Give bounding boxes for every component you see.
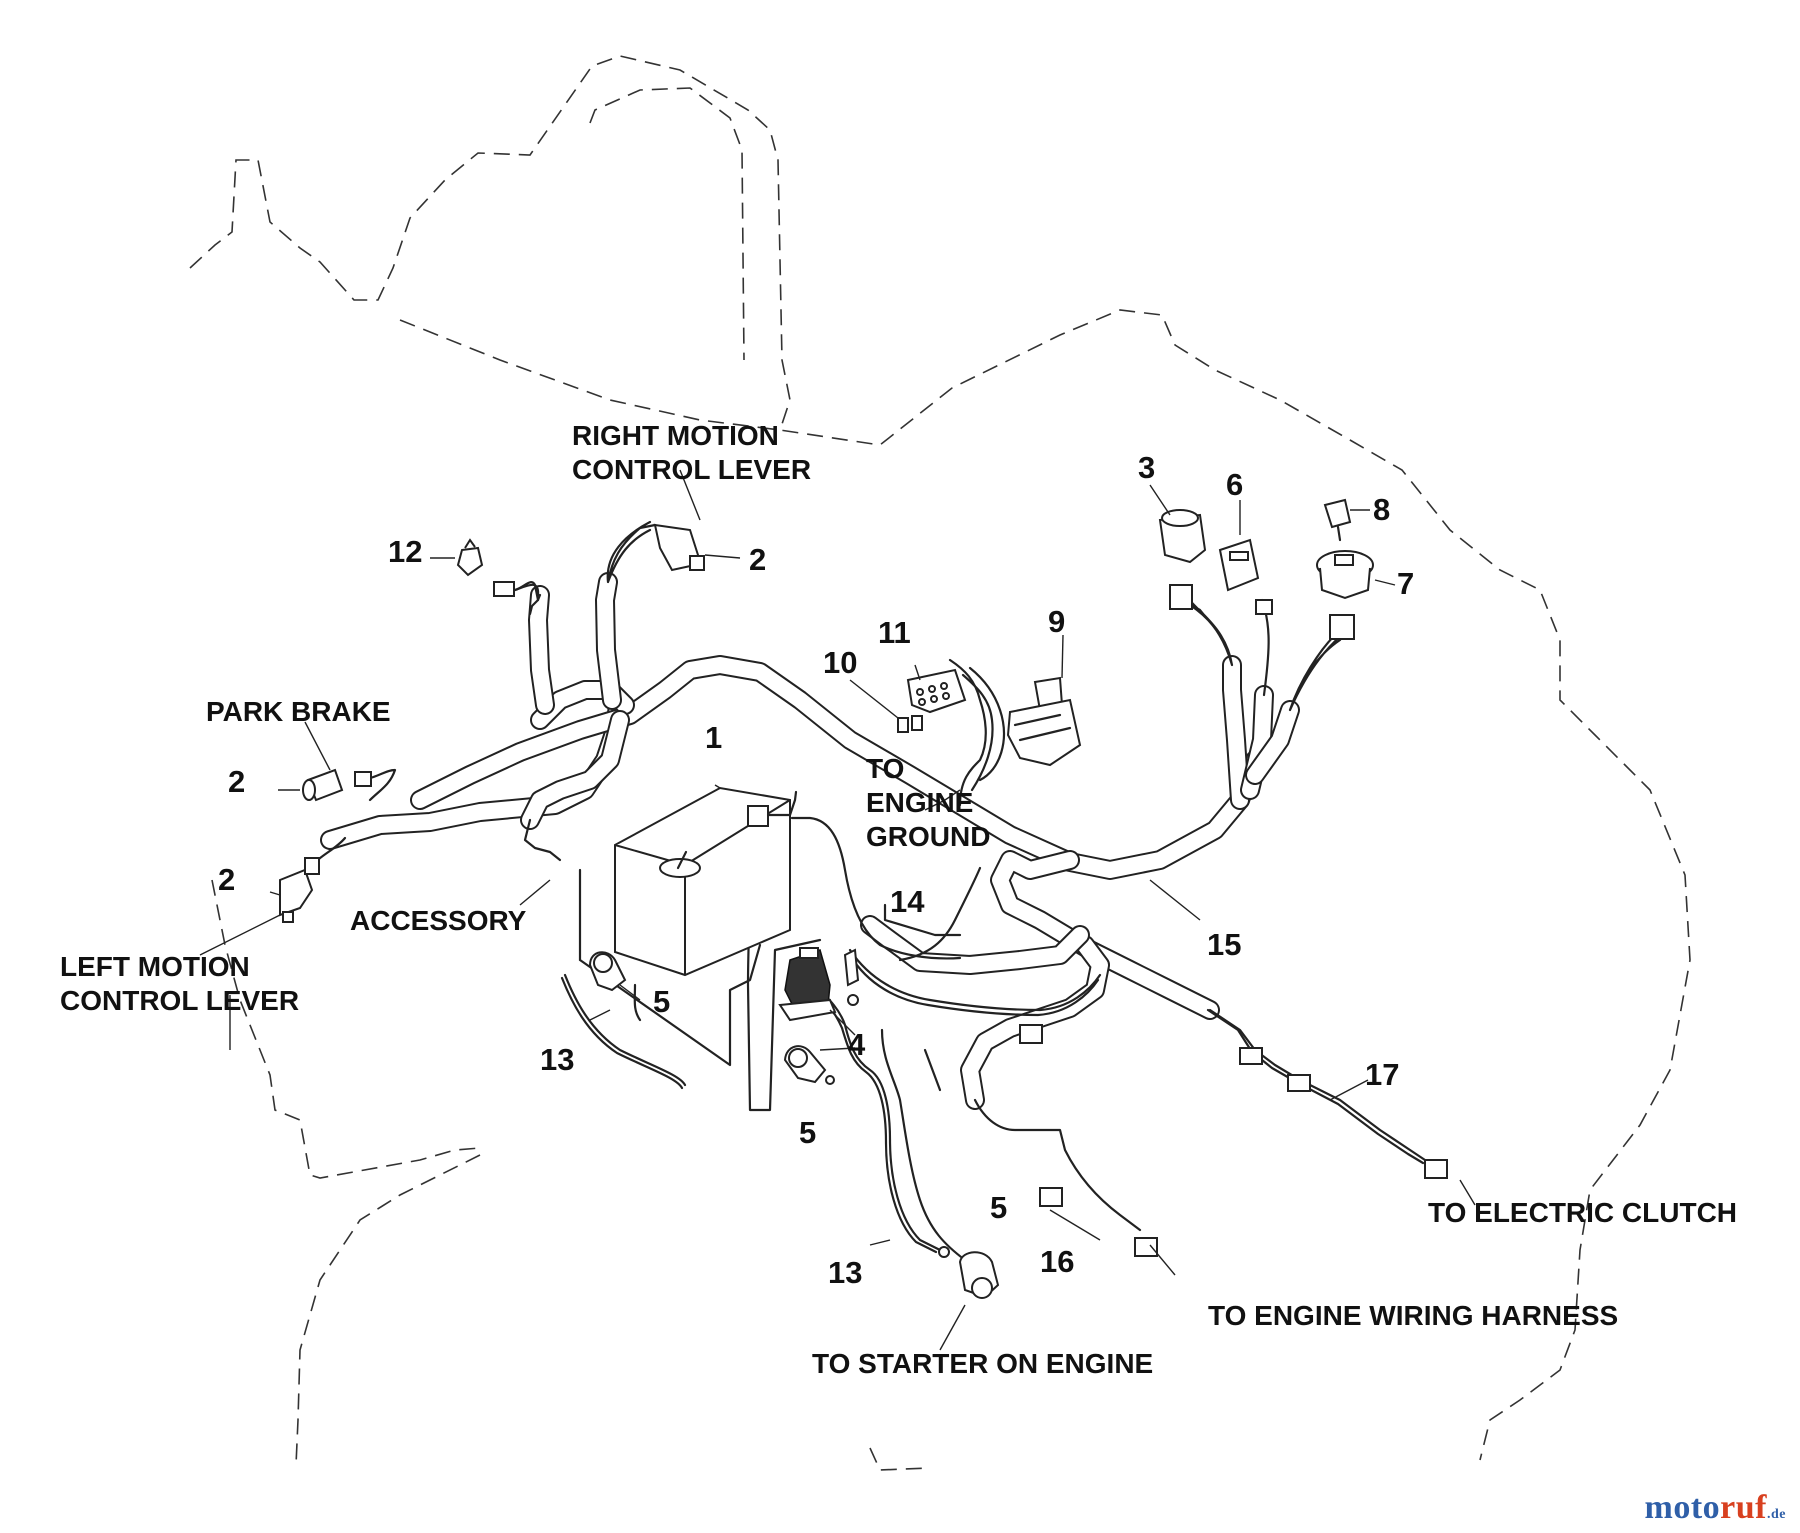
boot-terminal-battery xyxy=(588,951,627,992)
watermark-main: moto xyxy=(1644,1489,1721,1526)
callout-relay: 9 xyxy=(1048,604,1065,639)
boot-terminal-starter xyxy=(938,1246,1000,1299)
callout-boot-battery: 5 xyxy=(653,984,670,1019)
switch-left-motion-lever xyxy=(279,857,320,923)
switch-right-motion-lever xyxy=(653,523,705,572)
callout-key: 8 xyxy=(1373,492,1390,527)
callout-battery: 1 xyxy=(705,720,722,755)
callout-switch-park: 2 xyxy=(228,764,245,799)
label-right-motion-line2: CONTROL LEVER xyxy=(572,454,811,485)
callout-main-harness: 15 xyxy=(1207,927,1241,962)
switch-park-brake xyxy=(302,768,372,802)
leader-lines xyxy=(199,469,1476,1351)
label-to-starter-on-engine: TO STARTER ON ENGINE xyxy=(812,1348,1153,1379)
label-left-motion-line2: CONTROL LEVER xyxy=(60,985,299,1016)
watermark-tld: .de xyxy=(1767,1507,1786,1522)
callout-numbers: 1 2 2 2 3 4 5 5 5 6 7 8 9 10 11 12 13 13… xyxy=(218,450,1414,1290)
callout-pto-switch: 3 xyxy=(1138,450,1155,485)
key xyxy=(1323,498,1352,542)
label-accessory: ACCESSORY xyxy=(350,905,527,936)
callout-fuse: 10 xyxy=(823,645,857,680)
callout-cable-starter: 13 xyxy=(828,1255,862,1290)
callout-solenoid: 4 xyxy=(848,1027,866,1062)
mower-frame-outline xyxy=(189,55,1691,1471)
boot-terminal-mid xyxy=(783,1045,835,1085)
label-right-motion-line1: RIGHT MOTION xyxy=(572,420,779,451)
callout-switch-left: 2 xyxy=(218,862,235,897)
callout-boot-starter: 5 xyxy=(990,1190,1007,1225)
ignition-switch xyxy=(1316,550,1374,640)
clutch-harness-connector xyxy=(1239,1047,1448,1179)
callout-engine-harness: 16 xyxy=(1040,1244,1074,1279)
label-to-engine-ground-line1: TO xyxy=(866,753,904,784)
label-park-brake: PARK BRAKE xyxy=(206,696,391,727)
main-harness-15 xyxy=(320,572,1300,1110)
callout-seat-switch: 12 xyxy=(388,534,422,569)
label-to-electric-clutch: TO ELECTRIC CLUTCH xyxy=(1428,1197,1737,1228)
watermark-accent: ruf xyxy=(1720,1489,1767,1526)
callout-switch-right: 2 xyxy=(749,542,766,577)
callout-cable-left: 13 xyxy=(540,1042,574,1077)
callout-clutch-harness: 17 xyxy=(1365,1057,1399,1092)
callout-fuse-block: 11 xyxy=(878,615,911,650)
label-to-engine-ground-line3: GROUND xyxy=(866,821,990,852)
callout-ground-cable: 14 xyxy=(890,884,925,919)
seat-switch xyxy=(456,538,515,597)
hour-meter xyxy=(1218,538,1273,615)
battery-terminal-icon xyxy=(747,805,769,827)
fuse xyxy=(897,715,923,733)
callout-hour-meter: 6 xyxy=(1226,467,1243,502)
callout-boot-mid: 5 xyxy=(799,1115,816,1150)
engine-harness-connector xyxy=(1019,1024,1158,1257)
wires xyxy=(308,520,1427,1262)
relay xyxy=(1006,676,1082,767)
label-left-motion-line1: LEFT MOTION xyxy=(60,951,250,982)
fuse-block xyxy=(906,668,967,714)
pto-switch xyxy=(1158,509,1207,610)
battery xyxy=(614,786,798,977)
watermark-logo: motoruf.de xyxy=(1645,1489,1786,1527)
callout-ignition-switch: 7 xyxy=(1397,566,1414,601)
label-to-engine-wiring-harness: TO ENGINE WIRING HARNESS xyxy=(1208,1300,1618,1331)
solenoid xyxy=(778,947,860,1022)
label-to-engine-ground-line2: ENGINE xyxy=(866,787,973,818)
text-labels: RIGHT MOTION CONTROL LEVER PARK BRAKE AC… xyxy=(60,420,1737,1379)
